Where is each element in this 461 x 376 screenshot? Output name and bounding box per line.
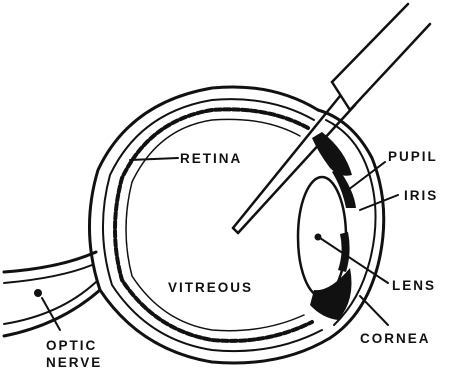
label-pupil: PUPIL — [388, 149, 438, 164]
lens-dot — [315, 234, 322, 241]
label-vitreous: VITREOUS — [168, 280, 253, 295]
optic-nerve-dot — [34, 289, 42, 297]
label-iris: IRIS — [404, 188, 438, 203]
label-cornea: CORNEA — [360, 331, 431, 346]
eyeball-wall — [89, 87, 330, 363]
optic-nerve — [4, 252, 100, 336]
label-nerve: NERVE — [46, 355, 102, 370]
lens-shape — [298, 177, 346, 297]
label-retina: RETINA — [180, 151, 242, 166]
label-lens: LENS — [392, 278, 436, 293]
syringe — [233, 4, 430, 233]
label-optic: OPTIC — [46, 338, 97, 353]
cornea-leader — [360, 296, 388, 325]
retina-leader — [130, 158, 178, 160]
iris-leader — [360, 195, 398, 210]
